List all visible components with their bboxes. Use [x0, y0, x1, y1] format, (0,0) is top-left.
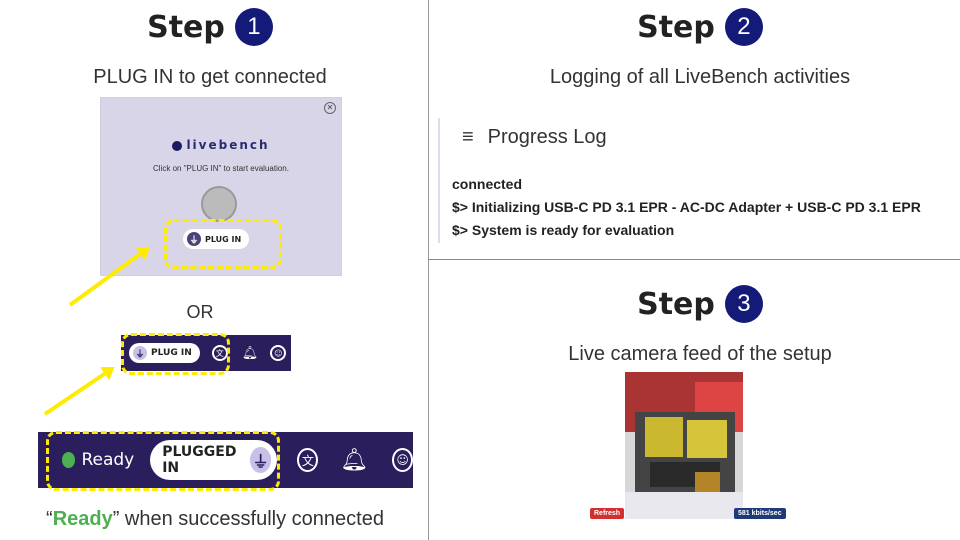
caption-prefix: “ [46, 508, 53, 530]
dialog-plugin-button[interactable]: ⏚ PLUG IN [183, 229, 250, 249]
small-plugin-button[interactable]: ⏚ PLUG IN [129, 343, 200, 363]
step2-subtitle: Logging of all LiveBench activities [549, 66, 851, 88]
dialog-plugin-label: PLUG IN [205, 234, 242, 244]
menu-icon[interactable]: ≡ [462, 126, 474, 148]
step3-title: Step 3 [610, 285, 790, 323]
step1-caption: “Ready” when successfully connected [10, 508, 420, 531]
translate-icon[interactable]: 文 [211, 345, 228, 361]
plugged-in-button[interactable]: PLUGGED IN ⏚ [150, 440, 278, 480]
refresh-button[interactable]: Refresh [590, 508, 625, 519]
logo-text: livebench [186, 138, 270, 152]
step1-label: Step [147, 9, 225, 45]
livebench-logo: livebench [101, 138, 341, 152]
plug-icon: ⏚ [133, 346, 147, 360]
bell-icon[interactable]: 🔔︎ [241, 345, 259, 360]
horizontal-divider [428, 259, 960, 260]
log-line: $> Initializing USB-C PD 3.1 EPR - AC-DC… [452, 199, 921, 215]
logo-icon [172, 140, 183, 151]
plug-illustration-icon [201, 186, 237, 222]
progress-log-header: ≡ Progress Log [462, 126, 607, 149]
step1-subtitle: PLUG IN to get connected [93, 66, 327, 88]
arrow-icon [43, 367, 113, 416]
log-line: $> System is ready for evaluation [452, 222, 675, 238]
step2-label: Step [637, 9, 715, 45]
caption-suffix: ” when successfully connected [112, 508, 384, 530]
step2-badge: 2 [724, 8, 763, 46]
step3-label: Step [637, 286, 715, 322]
bitrate-badge: 581 kbits/sec [734, 508, 786, 519]
ready-status-label: Ready [81, 450, 135, 470]
step1-title: Step 1 [120, 8, 300, 46]
log-left-border [438, 118, 440, 243]
step3-badge: 3 [724, 285, 763, 323]
camera-feed [625, 372, 743, 519]
ready-status-icon [62, 452, 76, 468]
step2-title: Step 2 [610, 8, 790, 46]
plug-icon: ⏚ [187, 232, 201, 246]
step1-badge: 1 [234, 8, 273, 46]
translate-icon[interactable]: 文 [297, 448, 319, 472]
progress-log-title: Progress Log [487, 126, 607, 148]
plug-icon: ⏚ [249, 447, 272, 473]
step3-subtitle: Live camera feed of the setup [568, 343, 832, 365]
large-toolbar: Ready PLUGGED IN ⏚ 文 🔔︎ ☺ [38, 432, 413, 488]
highlight-small-button [121, 333, 230, 375]
bell-icon[interactable]: 🔔︎ [340, 447, 369, 472]
small-toolbar: ⏚ PLUG IN 文 🔔︎ ☺ [121, 335, 291, 371]
account-icon[interactable]: ☺ [270, 345, 287, 361]
vertical-divider [428, 0, 429, 540]
account-icon[interactable]: ☺ [392, 448, 413, 472]
camera-feed-image [625, 372, 743, 519]
highlight-large-toolbar [46, 431, 280, 491]
progress-log-lines: connected $> Initializing USB-C PD 3.1 E… [452, 173, 952, 242]
close-icon[interactable]: ✕ [324, 102, 336, 114]
plugged-in-label: PLUGGED IN [162, 444, 237, 476]
or-label: OR [186, 302, 214, 322]
caption-ready: Ready [52, 508, 113, 530]
small-plugin-label: PLUG IN [151, 348, 192, 358]
dialog-hint: Click on "PLUG IN" to start evaluation. [153, 164, 289, 173]
highlight-dialog-button [164, 219, 282, 269]
log-line: connected [452, 176, 523, 192]
